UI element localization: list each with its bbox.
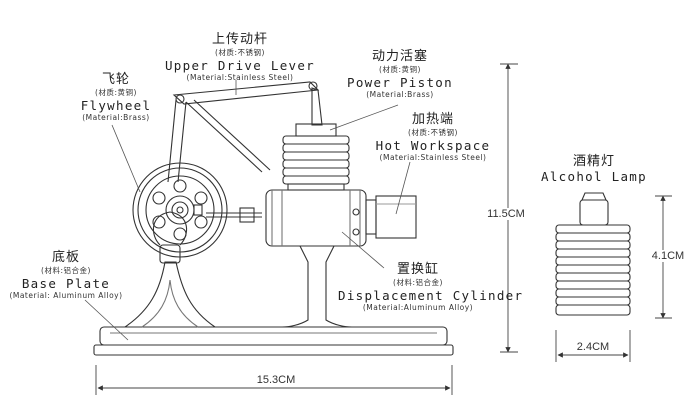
upper-drive-lever-material: (Material:Stainless Steel) xyxy=(186,73,294,82)
width-dimension: 15.3CM xyxy=(256,374,296,386)
hot-workspace-en: Hot Workspace xyxy=(375,138,491,153)
alcohol-lamp xyxy=(555,192,631,316)
flywheel xyxy=(132,162,228,258)
upper-drive-lever-material-cn: (材质:不锈钢) xyxy=(215,48,265,57)
power-piston-cn: 动力活塞 xyxy=(371,49,428,64)
displacement-cylinder-label: 置换缸 (材料:铝合金) Displacement Cylinder (Mate… xyxy=(338,258,524,312)
alcohol-lamp-label: 酒精灯 Alcohol Lamp xyxy=(530,150,658,184)
leader-lines xyxy=(84,80,411,341)
power-piston-material: (Material:Brass) xyxy=(366,90,434,99)
base-plate xyxy=(93,326,454,356)
base-plate-label: 底板 (材料:铝合金) Base Plate (Material: Alumin… xyxy=(6,246,126,300)
flywheel-cn: 飞轮 xyxy=(101,72,130,87)
base-plate-material-cn: (材料:铝合金) xyxy=(41,266,91,275)
lamp-height-dimension: 4.1CM xyxy=(648,250,688,262)
flywheel-material: (Material:Brass) xyxy=(82,113,150,122)
upper-drive-lever-cn: 上传动杆 xyxy=(211,32,268,47)
alcohol-lamp-cn: 酒精灯 xyxy=(572,154,615,169)
power-piston-label: 动力活塞 (材质:黄铜) Power Piston (Material:Bras… xyxy=(340,45,460,99)
power-piston-material-cn: (材质:黄铜) xyxy=(379,65,421,74)
flywheel-label: 飞轮 (材质:黄铜) Flywheel (Material:Brass) xyxy=(66,68,166,122)
base-plate-cn: 底板 xyxy=(51,250,80,265)
displacement-cylinder-material: (Material:Aluminum Alloy) xyxy=(362,303,474,312)
height-dimension: 11.5CM xyxy=(476,208,536,220)
displacement-cylinder-cn: 置换缸 xyxy=(396,262,439,277)
base-plate-material: (Material: Aluminum Alloy) xyxy=(9,291,123,300)
hot-workspace-material-cn: (材质:不锈钢) xyxy=(408,128,458,137)
displacement-cylinder xyxy=(265,189,367,247)
hot-workspace-label: 加热端 (材质:不锈钢) Hot Workspace (Material:Sta… xyxy=(362,108,504,162)
alcohol-lamp-en: Alcohol Lamp xyxy=(541,169,647,184)
drive-lever xyxy=(167,81,323,223)
flywheel-en: Flywheel xyxy=(80,98,152,113)
cylinder-stand xyxy=(281,245,353,328)
hot-workspace-material: (Material:Stainless Steel) xyxy=(379,153,487,162)
upper-drive-lever-label: 上传动杆 (材质:不锈钢) Upper Drive Lever (Materia… xyxy=(155,28,325,82)
lamp-width-dimension: 2.4CM xyxy=(576,341,610,353)
hot-workspace xyxy=(365,195,417,239)
upper-drive-lever-en: Upper Drive Lever xyxy=(164,58,316,73)
flywheel-stand xyxy=(123,211,217,328)
displacement-cylinder-en: Displacement Cylinder xyxy=(338,288,524,303)
displacement-cylinder-material-cn: (材料:铝合金) xyxy=(393,278,443,287)
flywheel-material-cn: (材质:黄铜) xyxy=(95,88,137,97)
base-plate-en: Base Plate xyxy=(21,276,111,291)
power-piston-en: Power Piston xyxy=(347,75,453,90)
hot-workspace-cn: 加热端 xyxy=(411,112,454,127)
power-piston xyxy=(282,123,350,191)
